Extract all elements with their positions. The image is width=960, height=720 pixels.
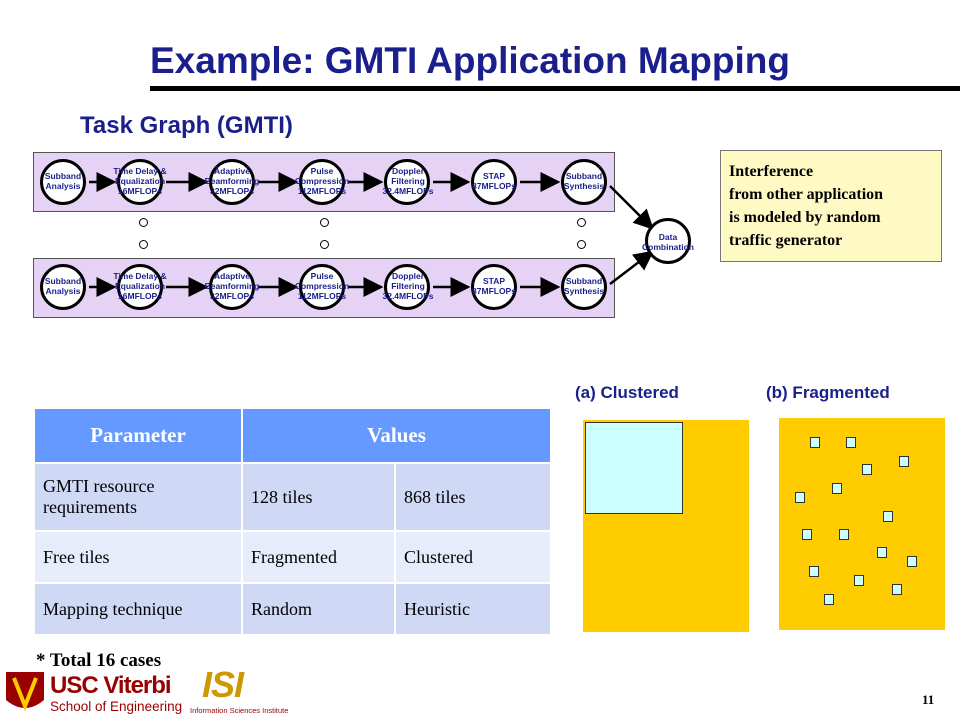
node-adaptive-beamforming-1 <box>209 159 255 205</box>
usc-viterbi-logo: USC Viterbi School of Engineering <box>4 668 188 718</box>
label-stap-1: STAP 87MFLOPs <box>472 171 516 191</box>
clustered-free-block <box>585 422 683 514</box>
note-line: is modeled by random <box>729 209 881 226</box>
usc-logo-text: USC Viterbi <box>50 672 172 699</box>
note-line: from other application <box>729 186 884 203</box>
table-row: Free tiles Fragmented Clustered <box>33 530 552 584</box>
label-doppler-filtering-1: Doppler Filtering 32.4MFLOPs <box>382 166 434 196</box>
title-underline <box>150 86 960 91</box>
ellipsis-dot <box>139 218 148 227</box>
node-pulse-compression-1 <box>299 159 345 205</box>
header-parameter: Parameter <box>33 407 243 464</box>
label-subband-analysis-1: Subband Analysis <box>44 171 82 191</box>
node-subband-analysis-1 <box>40 159 86 205</box>
label-adaptive-beamforming-2: Adaptive Beamforming 32MFLOPs <box>204 271 260 301</box>
table-cell: 868 tiles <box>394 462 552 532</box>
parameter-table: Parameter Values GMTI resource requireme… <box>33 407 552 636</box>
free-tile <box>795 492 805 503</box>
node-adaptive-beamforming-2 <box>209 264 255 310</box>
task-graph-heading: Task Graph (GMTI) <box>80 112 293 139</box>
fragmented-chip <box>779 418 945 630</box>
free-tile <box>892 584 902 595</box>
free-tile <box>883 511 893 522</box>
table-cell: Mapping technique <box>33 582 243 636</box>
isi-logo-mark: ISI <box>202 664 244 705</box>
free-tile <box>824 594 834 605</box>
free-tile <box>832 483 842 494</box>
ellipsis-dot <box>139 240 148 249</box>
free-tile <box>877 547 887 558</box>
label-doppler-filtering-2: Doppler Filtering 32.4MFLOPs <box>382 271 434 301</box>
clustered-caption: (a) Clustered <box>575 383 679 402</box>
isi-logo-text: Information Sciences Institute <box>190 706 289 715</box>
task-graph-edges <box>89 172 654 297</box>
free-tile <box>846 437 856 448</box>
usc-logo-subtext: School of Engineering <box>50 699 183 714</box>
table-cell: Free tiles <box>33 530 243 584</box>
table-cell: 128 tiles <box>241 462 396 532</box>
fragmented-caption: (b) Fragmented <box>766 383 890 402</box>
node-subband-analysis-2 <box>40 264 86 310</box>
footnote: * Total 16 cases <box>36 650 162 671</box>
table-cell: Clustered <box>394 530 552 584</box>
table-row: GMTI resource requirements 128 tiles 868… <box>33 462 552 532</box>
node-time-delay-1 <box>117 159 163 205</box>
node-data-combination <box>645 218 691 264</box>
free-tile <box>854 575 864 586</box>
ellipsis-dot <box>320 240 329 249</box>
label-subband-synthesis-1: Subband Synthesis <box>563 171 605 191</box>
label-pulse-compression-1: Pulse Compression 112MFLOPs <box>294 166 350 196</box>
node-subband-synthesis-2 <box>561 264 607 310</box>
note-line: Interference <box>729 163 814 180</box>
ellipsis-dot <box>320 218 329 227</box>
free-tile <box>809 566 819 577</box>
interference-note: Interference from other application is m… <box>720 150 942 262</box>
ellipsis-dot <box>577 240 586 249</box>
node-stap-1 <box>471 159 517 205</box>
ellipsis-dot <box>577 218 586 227</box>
node-pulse-compression-2 <box>299 264 345 310</box>
table-header-row: Parameter Values <box>33 407 552 464</box>
isi-logo: ISI Information Sciences Institute <box>190 662 290 718</box>
label-pulse-compression-2: Pulse Compression 112MFLOPs <box>294 271 350 301</box>
table-cell: Random <box>241 582 396 636</box>
label-subband-analysis-2: Subband Analysis <box>44 276 82 296</box>
free-tile <box>899 456 909 467</box>
usc-shield-icon <box>6 672 44 712</box>
label-adaptive-beamforming-1: Adaptive Beamforming 32MFLOPs <box>204 166 260 196</box>
free-tile <box>810 437 820 448</box>
label-time-delay-2: Time Delay & Equalization 16MFLOPs <box>113 271 167 301</box>
label-time-delay-1: Time Delay & Equalization 16MFLOPs <box>113 166 167 196</box>
header-values: Values <box>241 407 552 464</box>
slide-title: Example: GMTI Application Mapping <box>150 40 790 81</box>
table-cell: Fragmented <box>241 530 396 584</box>
free-tile <box>862 464 872 475</box>
label-data-combination: Data Combination <box>642 232 694 252</box>
table-cell: Heuristic <box>394 582 552 636</box>
free-tile <box>839 529 849 540</box>
note-line: traffic generator <box>729 232 843 249</box>
label-subband-synthesis-2: Subband Synthesis <box>563 276 605 296</box>
table-cell: GMTI resource requirements <box>33 462 243 532</box>
free-tile <box>802 529 812 540</box>
node-stap-2 <box>471 264 517 310</box>
node-time-delay-2 <box>117 264 163 310</box>
free-tile <box>907 556 917 567</box>
table-row: Mapping technique Random Heuristic <box>33 582 552 636</box>
label-stap-2: STAP 87MFLOPs <box>472 276 516 296</box>
page-number: 11 <box>922 692 935 707</box>
node-subband-synthesis-1 <box>561 159 607 205</box>
node-doppler-filtering-2 <box>384 264 430 310</box>
node-doppler-filtering-1 <box>384 159 430 205</box>
